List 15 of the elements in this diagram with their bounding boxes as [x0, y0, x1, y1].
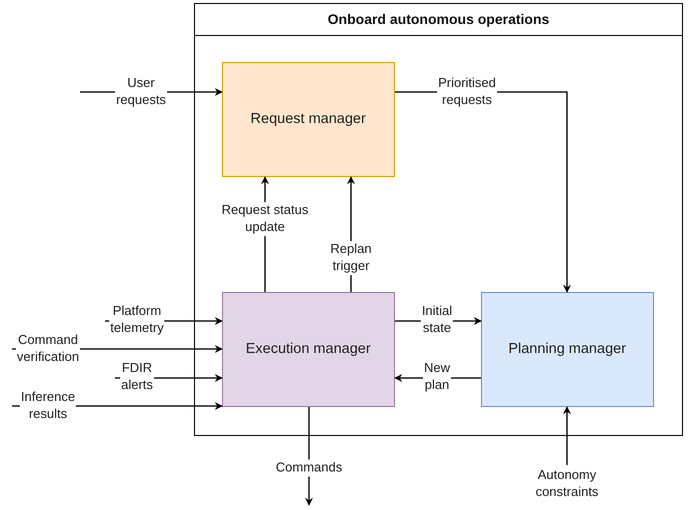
- box-label: Planning manager: [508, 341, 626, 358]
- edge-label: Prioritised requests: [437, 75, 497, 109]
- edge-label: Platform telemetry: [109, 303, 165, 337]
- box-label: Execution manager: [246, 341, 371, 358]
- edge-label: User requests: [115, 75, 167, 109]
- group-frame: [194, 3, 683, 436]
- edge-label: Commands: [274, 460, 344, 476]
- arrow: [563, 406, 571, 465]
- process-box: [222, 292, 395, 407]
- edge-label: Replan trigger: [329, 241, 373, 275]
- group-title: Onboard autonomous operations: [195, 4, 682, 36]
- process-box: [480, 292, 654, 407]
- edge-label: New plan: [423, 360, 451, 394]
- box-label: Request manager: [250, 111, 366, 128]
- process-box: [222, 62, 395, 177]
